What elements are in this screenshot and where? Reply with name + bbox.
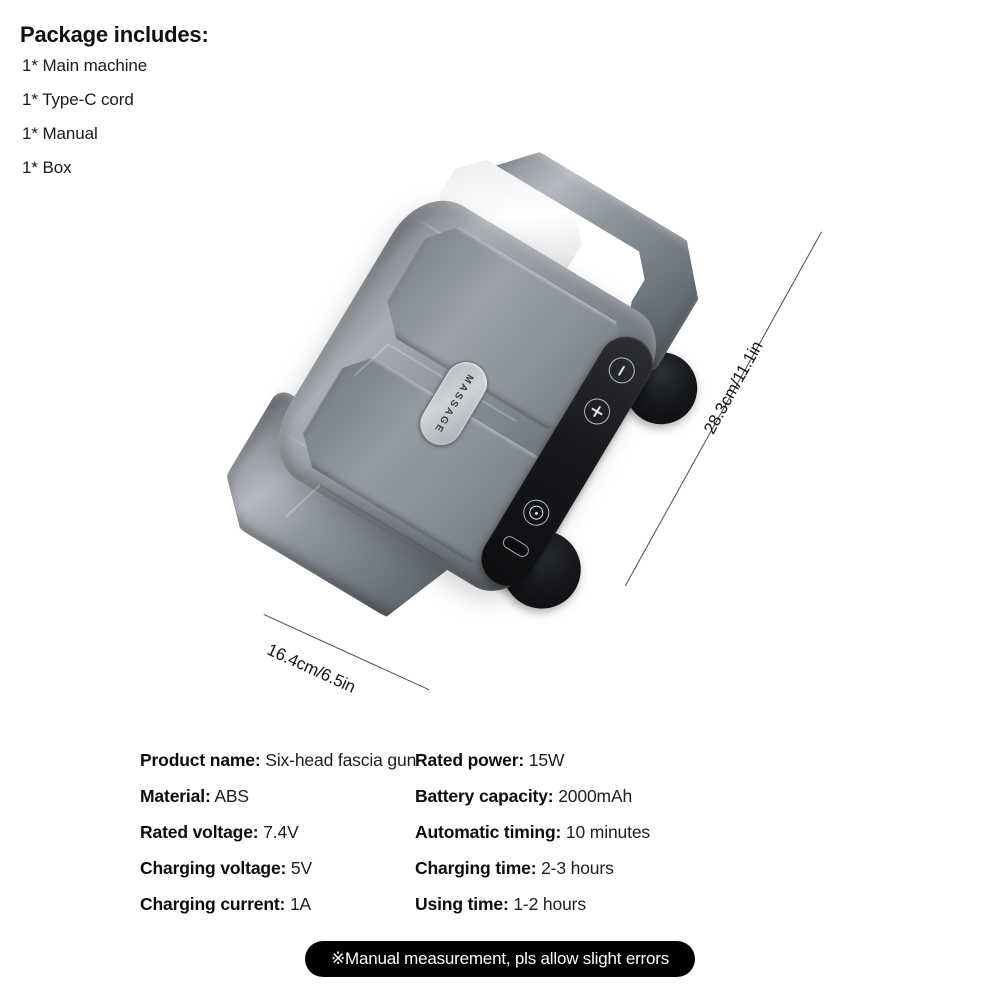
spec-value: 7.4V <box>258 822 299 842</box>
spec-key: Product name: <box>140 750 261 770</box>
spec-row: Material: ABS <box>140 778 415 814</box>
plus-button[interactable] <box>579 393 615 430</box>
product-photo: MASSAGE <box>250 120 860 720</box>
spec-key: Rated power: <box>415 750 525 770</box>
specs-right-column: Rated power: 15W Battery capacity: 2000m… <box>415 742 860 922</box>
spec-value: Six-head fascia gun <box>260 750 417 770</box>
spec-row: Rated voltage: 7.4V <box>140 814 415 850</box>
package-includes-title: Package includes: <box>20 22 209 47</box>
package-item: 1* Type-C cord <box>22 90 134 110</box>
mode-dial-icon <box>526 503 546 523</box>
spec-key: Automatic timing: <box>415 822 562 842</box>
spec-row: Charging time: 2-3 hours <box>415 850 860 886</box>
package-includes-block: Package includes: 1* Main machine 1* Typ… <box>20 22 350 193</box>
spec-key: Rated voltage: <box>140 822 259 842</box>
spec-value: 15W <box>524 750 565 770</box>
spec-row: Rated power: 15W <box>415 742 860 778</box>
spec-key: Material: <box>140 786 211 806</box>
massage-gun-device: MASSAGE <box>205 99 735 680</box>
spec-value: ABS <box>210 786 249 806</box>
specs-left-column: Product name: Six-head fascia gun Materi… <box>0 742 417 922</box>
spec-key: Charging time: <box>415 858 537 878</box>
spec-key: Battery capacity: <box>415 786 554 806</box>
measurement-notice-banner: ※Manual measurement, pls allow slight er… <box>304 941 696 977</box>
usb-c-port-icon <box>500 533 532 560</box>
specifications-table: Product name: Six-head fascia gun Materi… <box>0 742 1000 922</box>
spec-row: Product name: Six-head fascia gun <box>140 742 417 778</box>
power-icon <box>618 365 626 376</box>
spec-row: Charging current: 1A <box>140 886 415 922</box>
spec-value: 2000mAh <box>553 786 633 806</box>
spec-row: Using time: 1-2 hours <box>415 886 860 922</box>
mode-button[interactable] <box>518 494 555 531</box>
spec-key: Charging current: <box>140 894 286 914</box>
plus-icon <box>589 403 605 419</box>
spec-key: Charging voltage: <box>140 858 287 878</box>
spec-value: 1-2 hours <box>508 894 586 914</box>
spec-row: Battery capacity: 2000mAh <box>415 778 860 814</box>
spec-row: Automatic timing: 10 minutes <box>415 814 860 850</box>
package-item: 1* Manual <box>22 124 98 144</box>
power-button[interactable] <box>603 352 640 389</box>
package-item: 1* Main machine <box>22 56 148 76</box>
spec-value: 2-3 hours <box>536 858 614 878</box>
spec-row: Charging voltage: 5V <box>140 850 415 886</box>
spec-key: Using time: <box>415 894 509 914</box>
package-item: 1* Box <box>22 158 72 178</box>
spec-value: 1A <box>285 894 312 914</box>
spec-value: 10 minutes <box>561 822 651 842</box>
spec-value: 5V <box>286 858 313 878</box>
